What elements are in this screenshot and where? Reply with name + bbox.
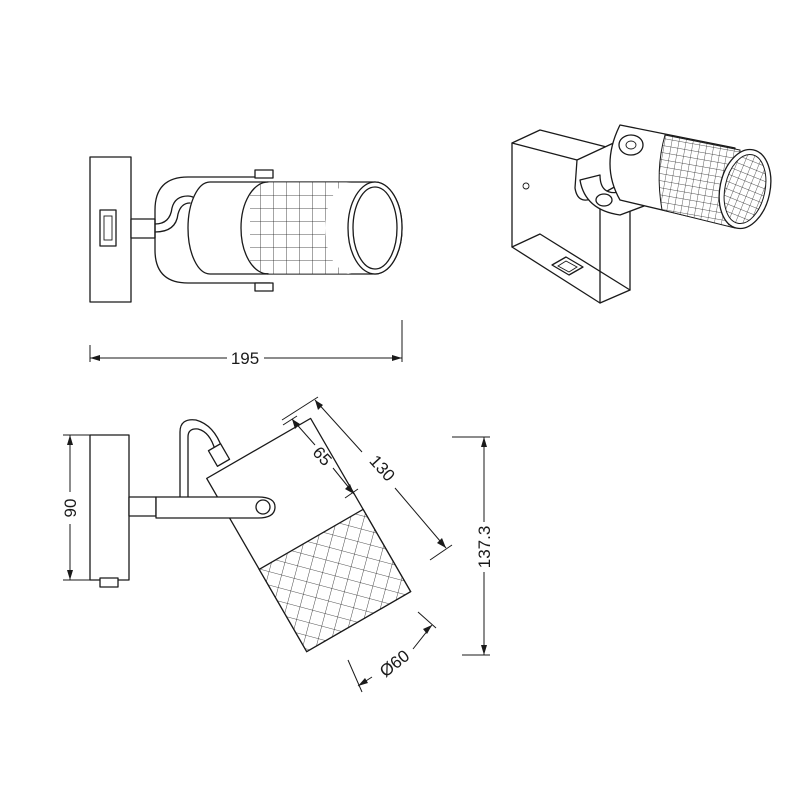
side-cylinder-mesh xyxy=(258,508,412,653)
dim-65-arrow-bottom xyxy=(345,484,354,494)
dim-195-label: 195 xyxy=(231,349,259,368)
top-tab-upper xyxy=(254,169,274,179)
dim-90-label: 90 xyxy=(61,499,80,518)
top-switch-rocker xyxy=(103,215,113,241)
dim-130-arrow-bottom xyxy=(437,538,446,548)
side-wall-plate xyxy=(89,434,130,581)
side-cable-entry xyxy=(207,443,231,467)
iso-pivot xyxy=(618,134,644,156)
dim-130-label: 130 xyxy=(366,451,399,485)
iso-switch xyxy=(551,256,584,276)
dim-195-arrow-right xyxy=(392,355,402,361)
iso-pivot-hole xyxy=(625,140,637,150)
top-arm xyxy=(130,218,156,239)
dim-130-line-b xyxy=(394,487,447,549)
dim-60-arrow-left xyxy=(358,678,368,686)
top-mesh-edge xyxy=(240,181,269,275)
side-cylinder xyxy=(206,417,412,653)
dim-90-arrow-bottom xyxy=(67,570,73,580)
iso-front-inner xyxy=(723,154,767,224)
dim-195-arrow-left xyxy=(90,355,100,361)
side-pivot-bar xyxy=(155,496,276,519)
top-view: 195 xyxy=(89,156,403,368)
dim-60-arrow-right xyxy=(423,625,432,634)
dim-137-arrow-top xyxy=(481,437,487,447)
top-switch xyxy=(99,209,117,247)
top-cable-2 xyxy=(154,202,191,233)
dim-90-arrow-top xyxy=(67,435,73,445)
side-switch xyxy=(99,577,119,588)
dim-130-ext-top xyxy=(281,396,319,421)
iso-port xyxy=(522,182,530,190)
dim-60-ext-right xyxy=(417,611,437,629)
dim-130-arrow-top xyxy=(315,400,323,410)
dim-130-line-a xyxy=(314,399,363,453)
side-pivot-bolt xyxy=(255,499,271,515)
dim-60-ext-left xyxy=(347,659,363,693)
top-front-ring xyxy=(347,181,403,275)
dim-137-label: 137.3 xyxy=(475,526,494,569)
side-arm xyxy=(128,496,157,517)
side-view: 90 137.3 130 65 Ø60 xyxy=(61,396,494,693)
side-cable xyxy=(179,419,223,498)
dim-65-ext-bottom xyxy=(344,488,359,499)
top-front-inner xyxy=(352,186,398,270)
dim-130-ext-bottom xyxy=(429,544,453,561)
perspective-view xyxy=(511,124,772,304)
top-tab-lower xyxy=(254,282,274,292)
dim-137-arrow-bottom xyxy=(481,645,487,655)
iso-box-bottom xyxy=(511,233,631,291)
dim-65-ext-top xyxy=(282,415,298,426)
iso-switch-rocker xyxy=(557,260,578,273)
iso-lower-pivot xyxy=(595,193,613,207)
top-bracket xyxy=(154,176,271,284)
side-cable-2 xyxy=(187,428,216,498)
dim-60-label: Ø60 xyxy=(376,646,413,681)
dim-65-arrow-top xyxy=(292,419,300,429)
